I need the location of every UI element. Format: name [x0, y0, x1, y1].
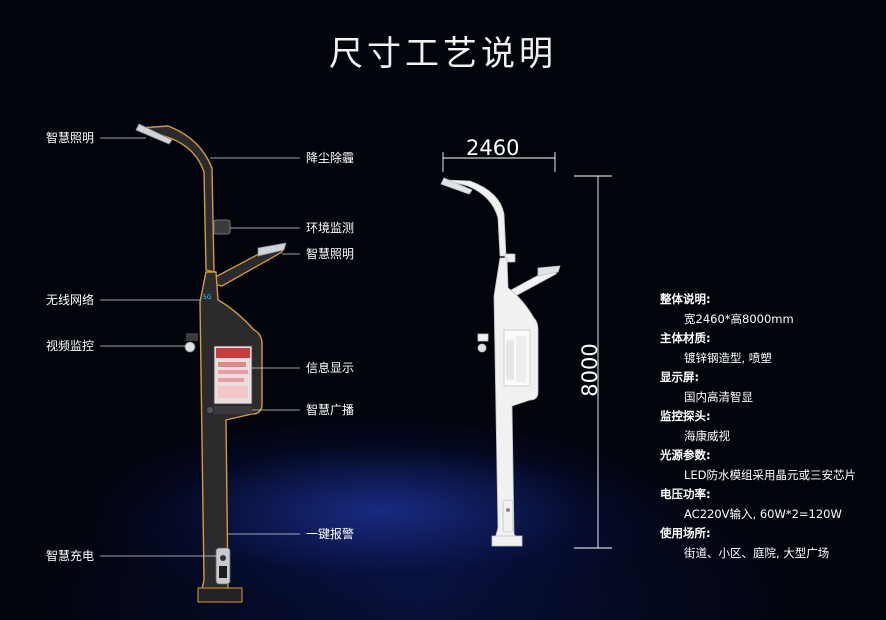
dimension-width: 2460 — [466, 136, 520, 160]
wireless-5g-badge: 5G — [203, 294, 212, 301]
spec-heading: 电压功率: — [660, 487, 711, 501]
spec-item: 整体说明: 宽2460*高8000mm — [660, 290, 880, 329]
spec-item: 主体材质: 镀锌钢造型, 喷塑 — [660, 329, 880, 368]
spec-value: 街道、小区、庭院, 大型广场 — [684, 545, 830, 560]
callout-info-display: 信息显示 — [306, 361, 355, 375]
spec-heading: 使用场所: — [660, 526, 711, 540]
callout-dust-removal: 降尘除霾 — [306, 151, 355, 165]
dark-pole: 5G — [135, 123, 287, 603]
spec-item: 电压功率: AC220V输入, 60W*2=120W — [660, 485, 880, 524]
camera-dome — [184, 341, 196, 353]
callout-lighting-mid: 智慧照明 — [306, 247, 355, 261]
callout-video: 视频监控 — [46, 339, 95, 353]
spec-item: 监控探头: 海康威视 — [660, 407, 880, 446]
spec-value: 镀锌钢造型, 喷塑 — [684, 350, 772, 365]
spec-value: 宽2460*高8000mm — [684, 311, 794, 326]
env-sensor — [213, 219, 231, 235]
callout-charging: 智慧充电 — [46, 549, 95, 563]
spec-heading: 主体材质: — [660, 331, 711, 345]
spec-heading: 光源参数: — [660, 448, 711, 462]
spec-value: LED防水模组采用晶元或三安芯片 — [684, 467, 857, 482]
callout-lighting-top: 智慧照明 — [46, 131, 95, 145]
spec-heading: 监控探头: — [660, 409, 711, 423]
spec-item: 使用场所: 街道、小区、庭院, 大型广场 — [660, 524, 880, 563]
lamp-head-top — [135, 123, 173, 145]
spec-value: AC220V输入, 60W*2=120W — [684, 506, 842, 521]
callout-lines — [100, 137, 300, 557]
page-title: 尺寸工艺说明 — [329, 34, 557, 74]
spec-heading: 整体说明: — [660, 292, 711, 306]
speaker — [214, 406, 252, 414]
dimension-height: 8000 — [578, 343, 602, 397]
callout-env-monitor: 环境监测 — [306, 221, 355, 235]
callout-broadcast: 智慧广播 — [306, 403, 355, 417]
spec-value: 国内高清智显 — [684, 389, 753, 404]
lamp-head-mid — [257, 242, 287, 257]
spec-list: 整体说明: 宽2460*高8000mm 主体材质: 镀锌钢造型, 喷塑 显示屏: 国内… — [660, 290, 880, 563]
callout-wireless: 无线网络 — [46, 293, 95, 307]
spec-heading: 显示屏: — [660, 370, 700, 384]
spec-item: 光源参数: LED防水模组采用晶元或三安芯片 — [660, 446, 880, 485]
callout-alarm: 一键报警 — [306, 527, 355, 541]
dimension-lines — [442, 152, 612, 549]
spec-value: 海康威视 — [684, 428, 730, 443]
white-pole — [440, 177, 561, 547]
spec-item: 显示屏: 国内高清智显 — [660, 368, 880, 407]
